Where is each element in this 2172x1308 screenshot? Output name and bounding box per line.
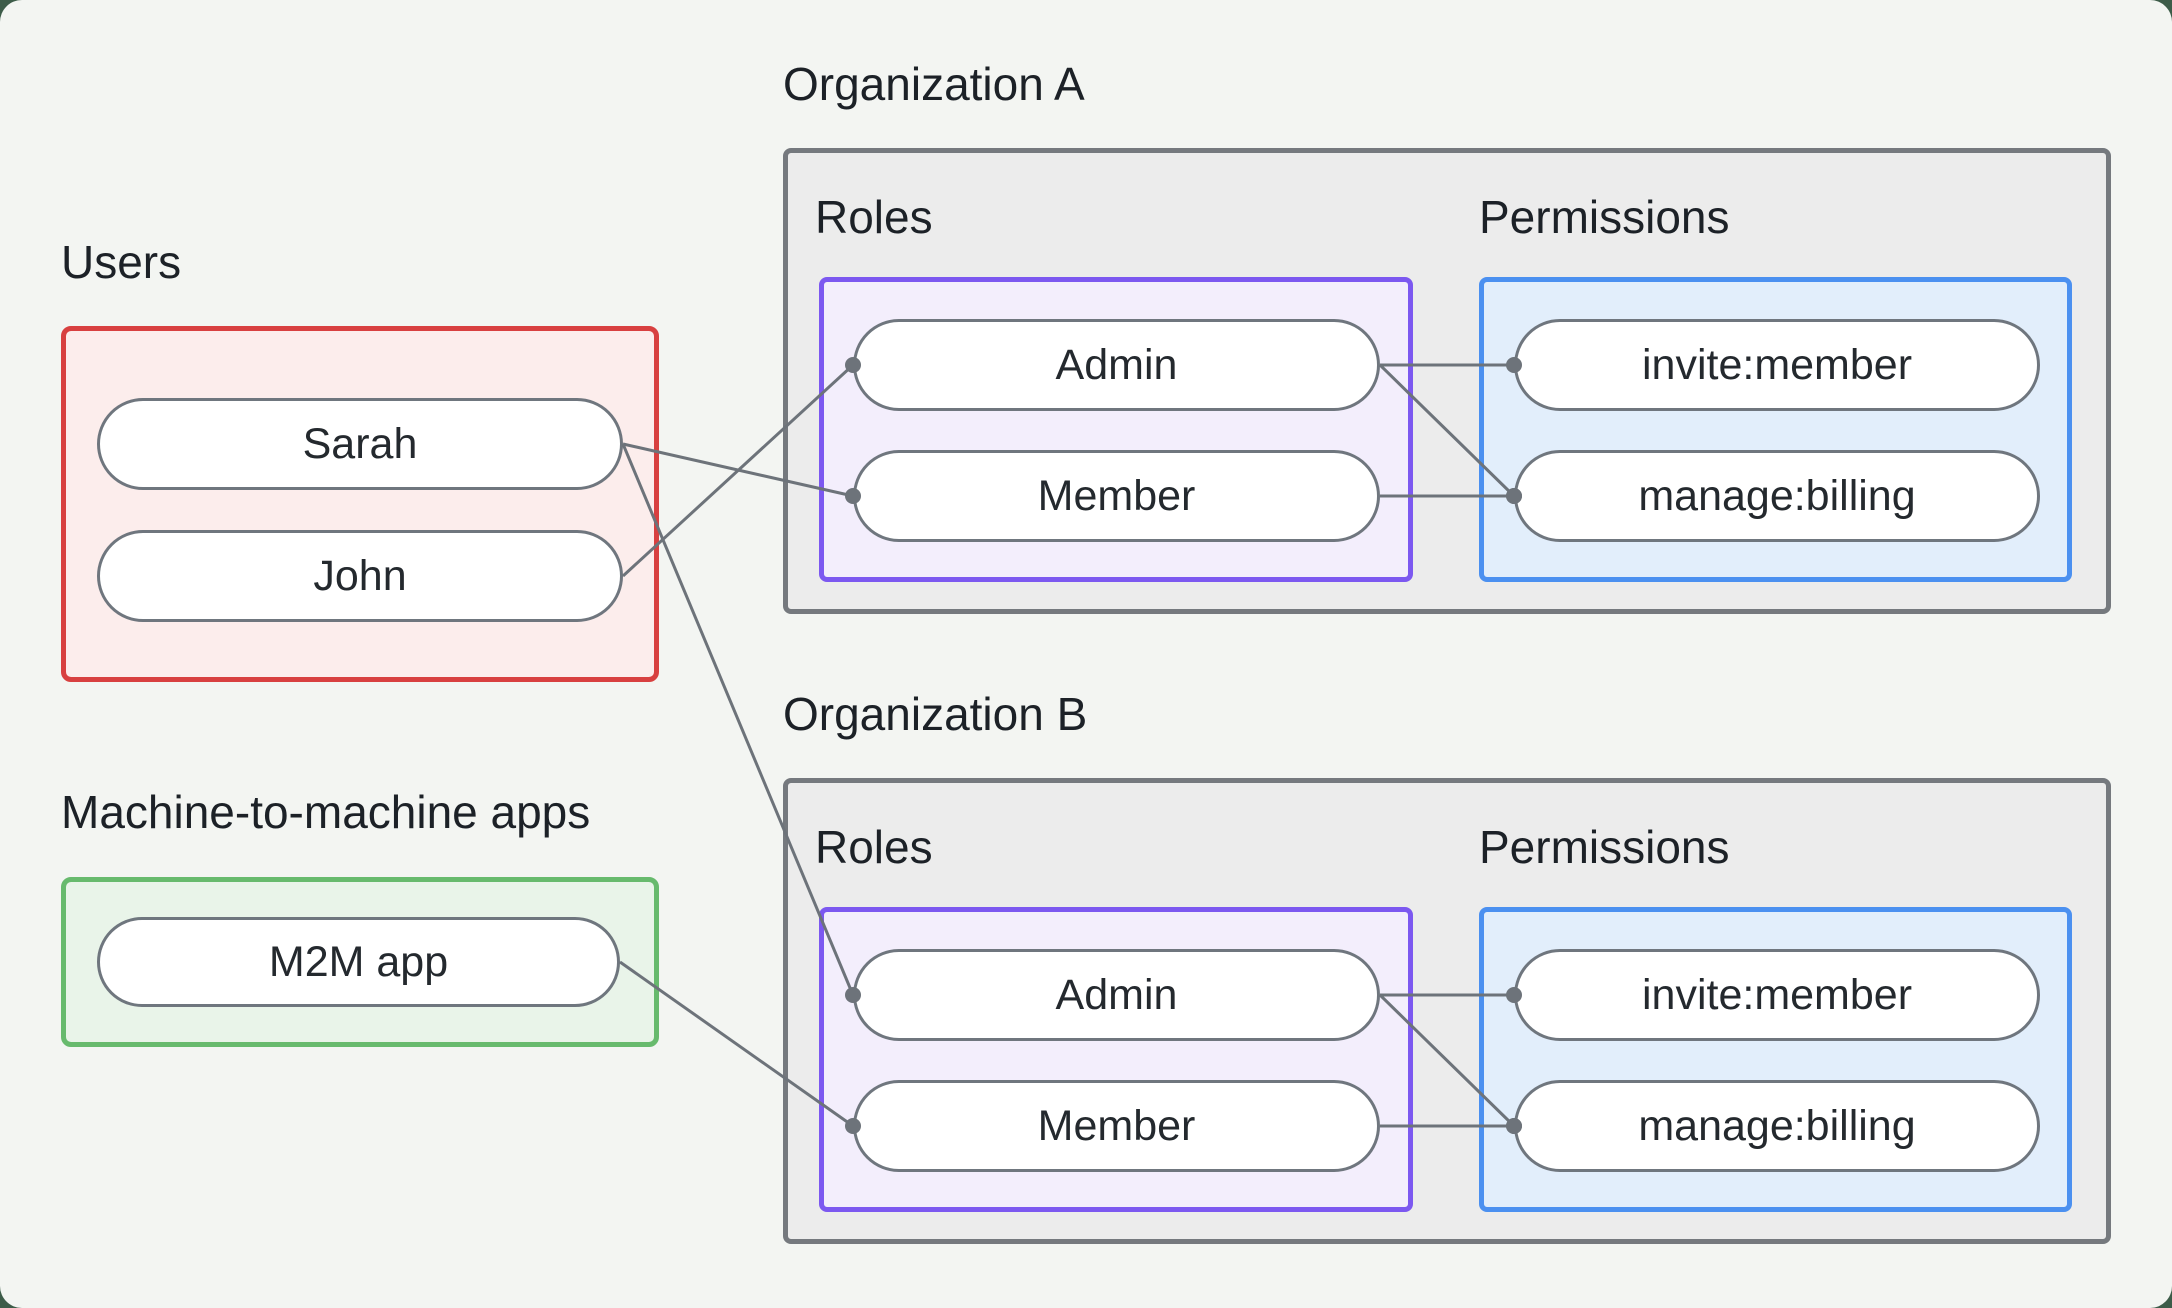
org-a-permission-pill-invite-member: invite:member bbox=[1514, 319, 2040, 411]
user-pill-john: John bbox=[97, 530, 623, 622]
org-a-permissions-box: invite:member manage:billing bbox=[1479, 277, 2072, 582]
users-group-label: Users bbox=[61, 236, 182, 288]
org-b-box: Roles Permissions Admin Member invite:me… bbox=[783, 778, 2111, 1244]
org-b-permissions-box: invite:member manage:billing bbox=[1479, 907, 2072, 1212]
org-a-role-pill-member: Member bbox=[853, 450, 1380, 542]
org-b-role-pill-admin: Admin bbox=[853, 949, 1380, 1041]
org-b-permissions-label: Permissions bbox=[1479, 821, 1730, 873]
org-a-roles-box: Admin Member bbox=[819, 277, 1413, 582]
org-a-permissions-label: Permissions bbox=[1479, 191, 1730, 243]
org-b-title: Organization B bbox=[783, 688, 1088, 740]
user-pill-sarah: Sarah bbox=[97, 398, 623, 490]
org-a-roles-label: Roles bbox=[815, 191, 933, 243]
org-b-role-pill-member: Member bbox=[853, 1080, 1380, 1172]
org-a-title: Organization A bbox=[783, 58, 1085, 110]
org-b-roles-box: Admin Member bbox=[819, 907, 1413, 1212]
org-b-permission-pill-manage-billing: manage:billing bbox=[1514, 1080, 2040, 1172]
users-group-box: Sarah John bbox=[61, 326, 659, 682]
org-a-box: Roles Permissions Admin Member invite:me… bbox=[783, 148, 2111, 614]
org-b-roles-label: Roles bbox=[815, 821, 933, 873]
m2m-app-pill: M2M app bbox=[97, 917, 620, 1007]
org-a-role-pill-admin: Admin bbox=[853, 319, 1380, 411]
m2m-group-box: M2M app bbox=[61, 877, 659, 1047]
org-b-permission-pill-invite-member: invite:member bbox=[1514, 949, 2040, 1041]
m2m-group-label: Machine-to-machine apps bbox=[61, 786, 591, 838]
org-a-permission-pill-manage-billing: manage:billing bbox=[1514, 450, 2040, 542]
